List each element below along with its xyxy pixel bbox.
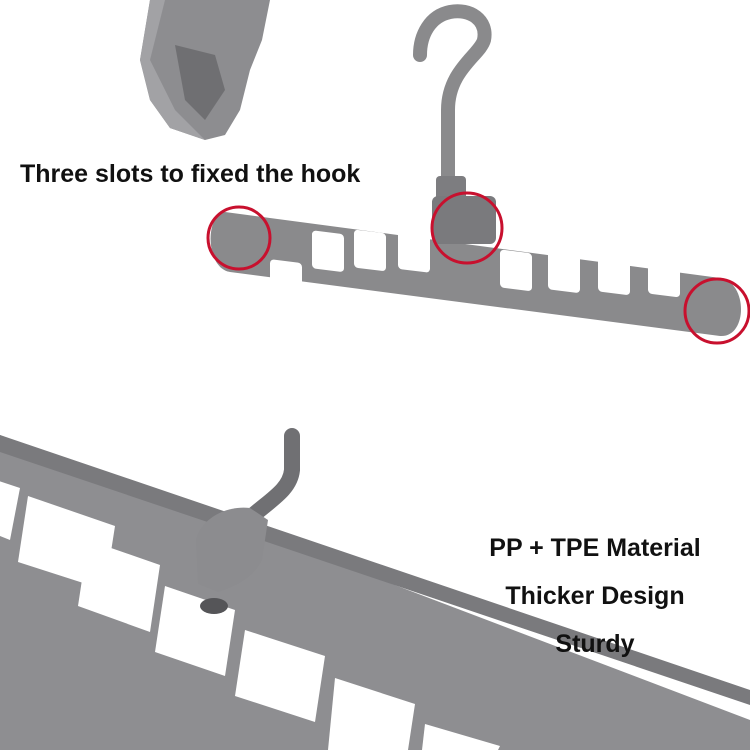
closeup-hook [242, 428, 300, 526]
closeup-swivel [196, 507, 268, 592]
feature-design: Thicker Design [505, 582, 685, 610]
slot-closeup-inset [140, 0, 270, 140]
highlight-circles [206, 191, 750, 345]
hanger-closeup [0, 428, 750, 750]
highlight-circle-center [430, 191, 504, 265]
hanger-top [210, 4, 741, 337]
highlight-circle-right [683, 277, 750, 345]
hanger-hook [413, 4, 492, 185]
slots-caption: Three slots to fixed the hook [20, 160, 361, 188]
feature-material: PP + TPE Material [489, 534, 701, 562]
highlight-circle-left [206, 205, 272, 271]
feature-sturdy: Sturdy [555, 630, 635, 658]
feature-list: PP + TPE Material Thicker Design Sturdy [460, 524, 730, 668]
center-hub [432, 196, 496, 244]
